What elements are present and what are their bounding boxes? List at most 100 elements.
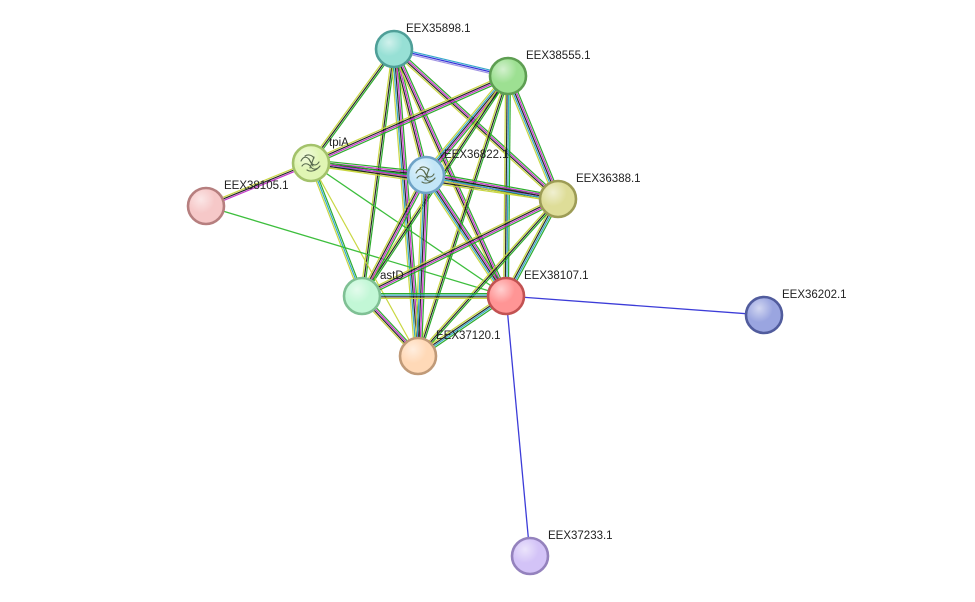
edge-line-databases: [391, 49, 417, 357]
edge-EEX36388.1-astD[interactable]: [360, 196, 560, 299]
node-highlight: [489, 279, 523, 313]
edge-line-neighborhood: [311, 77, 510, 166]
node-EEX38105.1[interactable]: EEX38105.1: [186, 180, 289, 226]
edge-EEX36388.1-EEX37120.1[interactable]: [416, 197, 560, 358]
edge-line-coexpression: [360, 174, 426, 296]
edge-line-experiments: [362, 199, 559, 298]
node-highlight: [541, 182, 575, 216]
edge-line-experiments: [311, 76, 509, 165]
edge-line-homology: [393, 49, 508, 79]
protein-ribbon: [423, 168, 430, 181]
edge-EEX38107.1-EEX37233.1[interactable]: [505, 295, 531, 557]
edge-EEX36822.1-EEX36388.1[interactable]: [425, 171, 559, 203]
edge-line-experiments: [426, 76, 510, 177]
edge-tpiA-EEX37120.1[interactable]: [310, 162, 419, 357]
node-label: EEX36822.1: [444, 149, 509, 161]
edge-line-experiments: [394, 48, 428, 175]
edge-line-neighborhood: [311, 49, 396, 165]
edge-line-textmining: [391, 49, 505, 298]
edge-line-textmining: [504, 76, 556, 201]
edge-line-textmining: [415, 75, 508, 356]
edge-line-neighborhood: [418, 76, 511, 357]
edge-line-coexpression: [507, 75, 559, 200]
edge-line-neighborhood: [428, 172, 510, 295]
edge-line-single: [505, 295, 765, 316]
protein-ribbon: [306, 168, 318, 172]
node-EEX36202.1[interactable]: EEX36202.1: [744, 289, 847, 335]
edge-line-databases: [415, 174, 425, 356]
edge-line-experiments: [395, 48, 421, 356]
edge-line-neighborhood: [311, 159, 427, 173]
edge-line-neighborhood: [395, 48, 429, 175]
edge-line-neighborhood: [426, 171, 559, 197]
node-EEX35898.1[interactable]: EEX35898.1: [374, 23, 471, 69]
edge-EEX38555.1-EEX36822.1[interactable]: [423, 73, 511, 178]
edge-line-coexpression: [310, 74, 508, 163]
edge-EEX38555.1-tpiA[interactable]: [309, 73, 510, 166]
edge-line-databases: [424, 74, 508, 175]
edge-line-coexpression: [361, 197, 558, 296]
edge-astD-EEX38107.1[interactable]: [362, 293, 506, 299]
edge-line-coexpression: [310, 48, 395, 164]
edge-tpiA-astD[interactable]: [308, 162, 365, 297]
edge-line-neighborhood: [418, 199, 560, 358]
edge-line-databases: [505, 76, 558, 200]
protein-ribbon: [421, 180, 433, 184]
node-label: astD: [380, 270, 404, 282]
edge-EEX36822.1-EEX38107.1[interactable]: [422, 172, 510, 299]
edge-line-textmining: [308, 163, 362, 297]
edge-EEX38107.1-EEX36202.1[interactable]: [505, 295, 765, 316]
edge-EEX36822.1-astD[interactable]: [359, 173, 429, 298]
node-astD[interactable]: astD: [342, 270, 404, 316]
node-EEX37233.1[interactable]: EEX37233.1: [510, 530, 613, 576]
node-tpiA[interactable]: tpiA: [291, 137, 349, 183]
edge-line-neighborhood: [363, 175, 429, 298]
edge-EEX38555.1-EEX36388.1[interactable]: [504, 74, 562, 201]
protein-structure-icon: [300, 154, 321, 172]
node-EEX38555.1[interactable]: EEX38555.1: [488, 50, 591, 96]
edge-line-cooccurrence: [393, 48, 509, 77]
node-EEX36388.1[interactable]: EEX36388.1: [538, 173, 641, 219]
edge-line-coexpression: [417, 75, 509, 357]
edge-line-textmining: [309, 47, 394, 163]
edge-line-textmining: [390, 49, 416, 357]
protein-ribbon: [416, 175, 436, 182]
edge-line-coexpression: [417, 198, 559, 357]
edge-line-textmining: [425, 177, 558, 203]
edge-line-databases: [310, 162, 363, 297]
edge-EEX35898.1-EEX38107.1[interactable]: [391, 47, 509, 298]
edge-EEX38555.1-EEX37120.1[interactable]: [415, 75, 511, 357]
edge-line-experiments: [426, 173, 508, 296]
node-label: EEX38105.1: [224, 180, 289, 192]
edge-line-textmining: [360, 196, 558, 295]
node-EEX37120.1[interactable]: EEX37120.1: [398, 330, 501, 376]
edge-line-databases: [425, 175, 558, 202]
edge-EEX35898.1-EEX38555.1[interactable]: [393, 46, 509, 79]
edge-line-green: [310, 162, 507, 297]
node-highlight: [345, 279, 379, 313]
node-label: EEX38107.1: [524, 270, 589, 282]
edge-line-textmining: [310, 162, 419, 357]
node-label: EEX37120.1: [436, 330, 501, 342]
node-label: EEX38555.1: [526, 50, 591, 62]
edge-line-neighborhood: [427, 77, 511, 178]
node-EEX38107.1[interactable]: EEX38107.1: [486, 270, 589, 316]
edge-EEX35898.1-tpiA[interactable]: [309, 47, 396, 165]
node-highlight: [747, 298, 781, 332]
edge-EEX38105.1-EEX38107.1[interactable]: [205, 205, 507, 297]
edge-line-neighborhood: [507, 76, 511, 297]
edge-tpiA-EEX38107.1[interactable]: [310, 162, 507, 297]
node-EEX36822.1[interactable]: EEX36822.1: [406, 149, 509, 195]
protein-structure-icon: [415, 166, 436, 184]
edge-line-neighborhood: [510, 74, 562, 199]
node-highlight: [401, 339, 435, 373]
edge-line-textmining: [416, 197, 558, 356]
edge-line-coexpression: [425, 174, 559, 200]
edge-line-neighborhood: [362, 200, 560, 299]
edge-line-single: [505, 295, 531, 557]
edge-line-textmining: [423, 73, 507, 174]
edge-line-databases: [394, 46, 509, 76]
edge-line-coexpression: [425, 174, 507, 297]
